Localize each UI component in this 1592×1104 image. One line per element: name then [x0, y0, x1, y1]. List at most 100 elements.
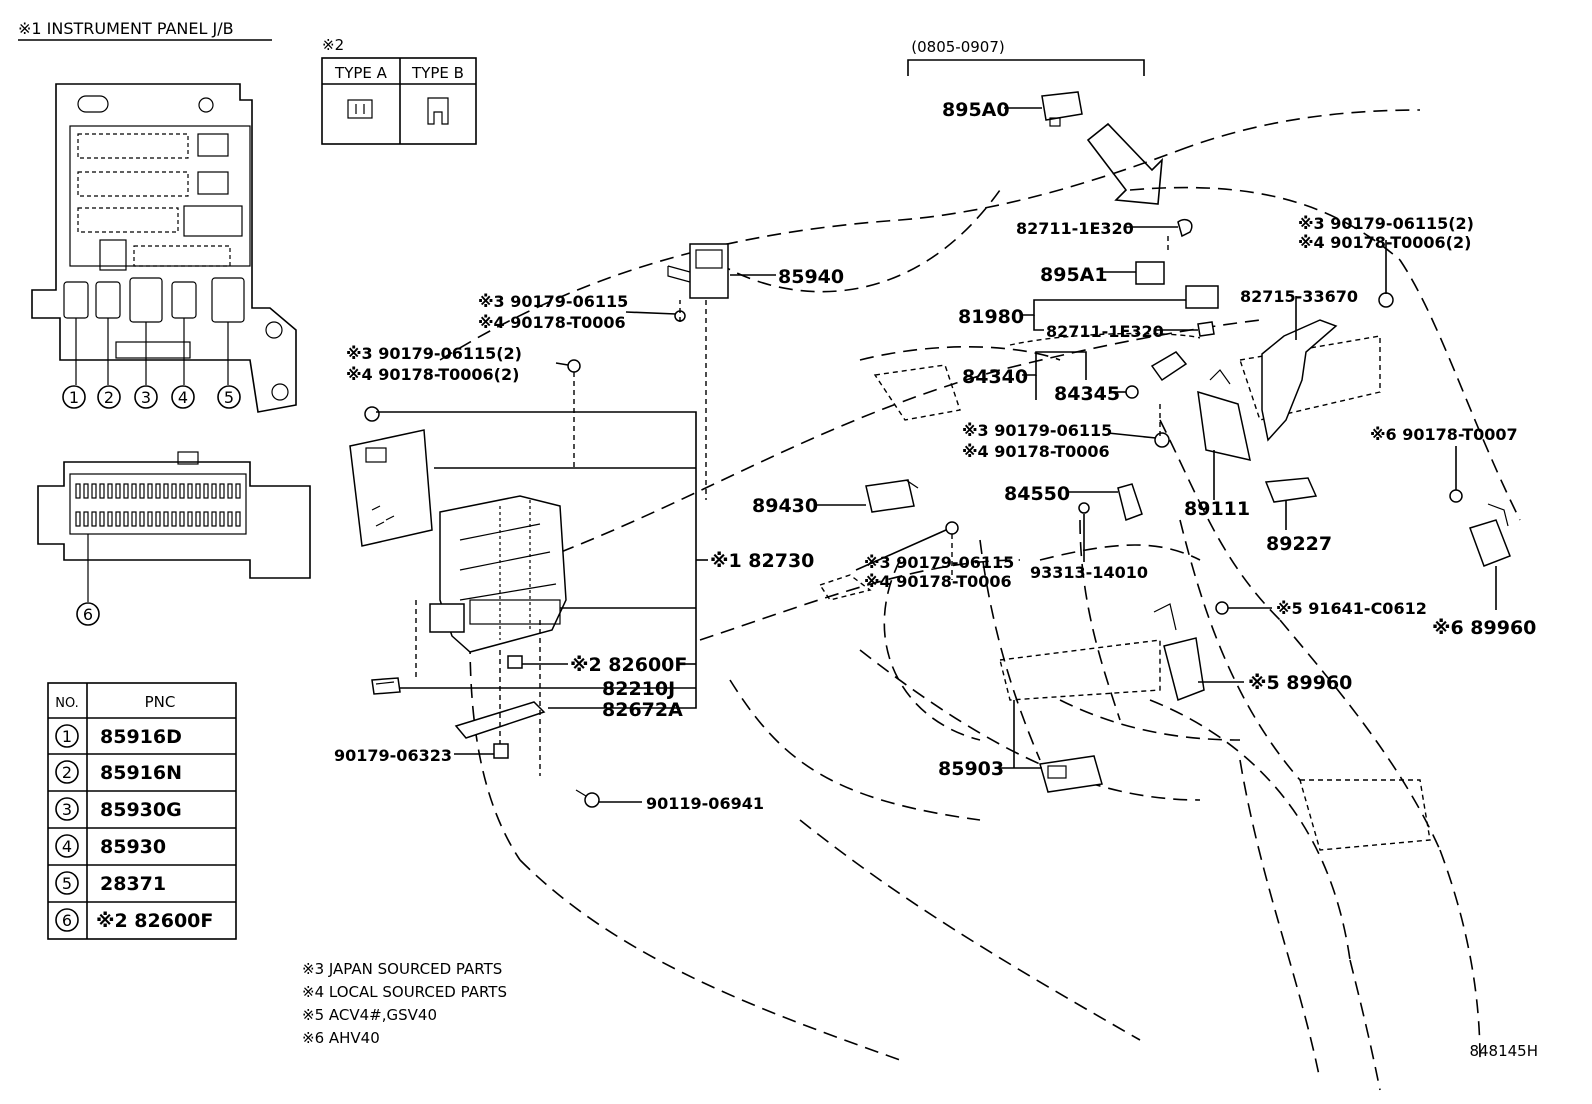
circuit-board-shape — [349, 429, 433, 547]
jb-pin — [203, 483, 209, 499]
jb-callout-5: 5 — [217, 385, 241, 409]
relay-895A1-shape — [1135, 261, 1165, 285]
part-label-82600F: ※2 82600F — [570, 654, 687, 676]
jb-pin — [203, 511, 209, 527]
part-label-82711-upper: 82711-1E320 — [1016, 219, 1134, 238]
jb-pin — [155, 483, 161, 499]
ecu-89960-low-shape — [1153, 603, 1205, 702]
part-label-84340: 84340 — [962, 366, 1028, 388]
part-label-90179-06323: 90179-06323 — [334, 746, 452, 765]
part-label-85903: 85903 — [938, 758, 1004, 780]
nut-low-icon — [945, 521, 959, 535]
jb-pin — [91, 483, 97, 499]
jb-callout-4: 4 — [171, 385, 195, 409]
part-label-90119: 90119-06941 — [646, 794, 764, 813]
jb-pin — [171, 483, 177, 499]
nut-top-right-icon — [1378, 292, 1394, 308]
jb-callout-3: 3 — [134, 385, 158, 409]
fuse-type-box: ※2 TYPE A TYPE B — [321, 36, 477, 145]
jb-pin — [195, 483, 201, 499]
box-85903-shape — [1039, 755, 1103, 793]
svg-text:1: 1 — [62, 727, 72, 746]
drawing-id: 848145H — [1469, 1042, 1538, 1060]
jb-pin — [235, 483, 241, 499]
svg-text:5: 5 — [224, 388, 234, 407]
dashboard-outline — [439, 109, 1521, 1091]
fastener-label-3-top-left: ※3 90179-06115 — [478, 292, 628, 311]
svg-text:5: 5 — [62, 874, 72, 893]
svg-text:85930G: 85930G — [100, 799, 182, 821]
junction-block-side-view — [37, 451, 311, 602]
leader-lines — [376, 107, 1497, 803]
jb-pin — [107, 483, 113, 499]
jb-pin — [99, 483, 105, 499]
jb-pin — [163, 483, 169, 499]
table-row: 6 ※2 82600F — [55, 908, 213, 932]
jb-pin — [75, 511, 81, 527]
jb-pin — [147, 483, 153, 499]
jb-pin — [99, 511, 105, 527]
svg-text:85916D: 85916D — [100, 726, 182, 748]
part-label-81980: 81980 — [958, 306, 1024, 328]
date-range-label: (0805-0907) — [911, 38, 1004, 56]
footnote-acv4-gsv40: ※5 ACV4#,GSV40 — [302, 1006, 437, 1024]
pnc-table-col-no: NO. — [55, 696, 79, 711]
jb-pin — [219, 483, 225, 499]
part-label-82711-lower: 82711-1E320 — [1046, 322, 1164, 341]
type-b-label: TYPE B — [411, 64, 464, 82]
svg-text:3: 3 — [141, 388, 151, 407]
svg-text:※2 82600F: ※2 82600F — [96, 910, 213, 932]
connector-82210J-shape — [371, 677, 401, 695]
module-89430-shape — [865, 479, 919, 513]
nut-90178-T0007-icon — [1449, 489, 1463, 503]
part-label-82730: ※1 82730 — [710, 550, 814, 572]
svg-text:6: 6 — [62, 911, 72, 930]
svg-text:6: 6 — [83, 605, 93, 624]
sensor-84340-shape — [1150, 351, 1188, 382]
part-label-82672A: 82672A — [602, 699, 683, 721]
jb-pin — [131, 483, 137, 499]
part-label-82715: 82715-33670 — [1240, 287, 1358, 306]
svg-text:85916N: 85916N — [100, 762, 182, 784]
part-label-895A1: 895A1 — [1040, 264, 1108, 286]
jb-pin — [75, 483, 81, 499]
jb-callout-2: 2 — [97, 385, 121, 409]
jb-pin — [211, 483, 217, 499]
svg-text:2: 2 — [62, 763, 72, 782]
junction-block-82730-shape — [429, 495, 567, 653]
jb-pin — [227, 511, 233, 527]
module-89227-shape — [1264, 477, 1318, 503]
jb-pin — [91, 511, 97, 527]
part-label-84345: 84345 — [1054, 383, 1120, 405]
jb-pin — [155, 511, 161, 527]
bracket-82715-shape — [1261, 319, 1338, 442]
date-range-bracket — [907, 59, 1145, 76]
part-label-895A0: 895A0 — [942, 99, 1010, 121]
part-label-84550: 84550 — [1004, 483, 1070, 505]
jb-pin — [139, 483, 145, 499]
footnote-ahv40: ※6 AHV40 — [302, 1029, 380, 1047]
pnc-table-col-pnc: PNC — [145, 693, 176, 711]
fastener-label-4-top-left: ※4 90178-T0006 — [478, 313, 626, 332]
fastener-label-4-mid-left: ※4 90178-T0006(2) — [346, 365, 519, 384]
type-b-fuse-icon — [427, 97, 449, 125]
clip-82711-upper-shape — [1177, 218, 1193, 238]
part-label-89960-low: ※5 89960 — [1248, 672, 1352, 694]
jb-pin — [139, 511, 145, 527]
bracket-84550-shape — [1117, 483, 1143, 521]
jb-callout-1: 1 — [62, 385, 86, 409]
jb-pin — [83, 511, 89, 527]
ecu-89960-right-shape — [1469, 503, 1511, 567]
relay-81980-shape — [1185, 285, 1219, 309]
jb-pin — [107, 511, 113, 527]
nut-90179-06323-shape — [493, 743, 509, 759]
bolt-93313-shape — [1078, 502, 1090, 514]
jb-pin — [171, 511, 177, 527]
part-label-89430: 89430 — [752, 495, 818, 517]
